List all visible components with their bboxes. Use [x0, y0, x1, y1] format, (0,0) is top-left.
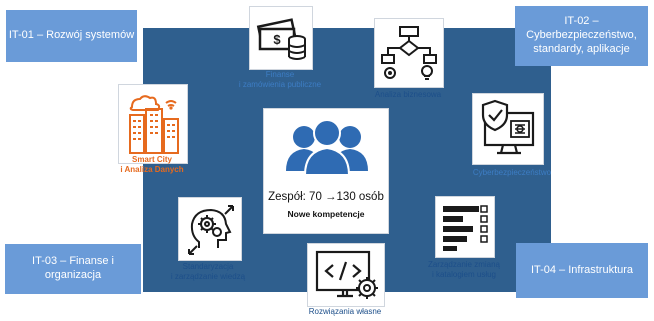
it03-box: IT-03 – Finanse i organizacja	[5, 244, 141, 294]
analiza-label: Analiza biznesowa	[374, 90, 442, 99]
standaryzacja-tile	[178, 197, 242, 261]
team-tile: Zespół: 70 →130 osób Nowe kompetencje	[263, 108, 389, 234]
rozwiazania-tile	[307, 243, 385, 307]
rozwiazania-label: Rozwiązania własne	[308, 307, 382, 316]
smart-city-buildings-icon	[129, 95, 179, 154]
cyber-tile	[472, 93, 544, 165]
it01-box: IT-01 – Rozwój systemów	[6, 10, 137, 62]
head-gears-icon	[188, 205, 234, 255]
it04-box: IT-04 – Infrastruktura	[516, 243, 648, 298]
it03-label: IT-03 – Finanse i organizacja	[32, 255, 114, 281]
it02-box: IT-02 – Cyberbezpieczeństwo, standardy, …	[515, 6, 648, 66]
finanse-label: Finanse i zamówienia publiczne	[238, 70, 322, 89]
zarzadzanie-tile	[435, 196, 495, 258]
flowchart-icon	[381, 26, 437, 80]
team-people-icon	[286, 119, 368, 176]
catalog-list-icon	[443, 205, 488, 251]
team-headline: Zespół: 70 →130 osób	[268, 191, 384, 203]
standaryzacja-label: Standaryzacja i zarządzanie wiedzą	[170, 262, 246, 281]
it04-label: IT-04 – Infrastruktura	[530, 263, 634, 276]
code-gear-icon	[315, 250, 378, 299]
analiza-tile	[374, 18, 444, 88]
security-monitor-icon	[481, 99, 535, 155]
finanse-tile: $	[249, 6, 313, 70]
money-coins-icon: $	[256, 18, 306, 60]
it01-label: IT-01 – Rozwój systemów	[8, 29, 135, 42]
svg-text:$: $	[273, 32, 281, 47]
team-subtitle: Nowe kompetencje	[287, 209, 365, 219]
cyber-label: Cyberbezpieczeństwo	[472, 168, 552, 177]
smart-city-label: Smart City i Analiza Danych	[120, 155, 184, 174]
smart-city-tile	[118, 84, 188, 164]
it02-label: IT-02 – Cyberbezpieczeństwo, standardy, …	[526, 15, 637, 55]
zarzadzanie-label: Zarządzanie zmianą i katalogiem usług	[427, 260, 501, 279]
